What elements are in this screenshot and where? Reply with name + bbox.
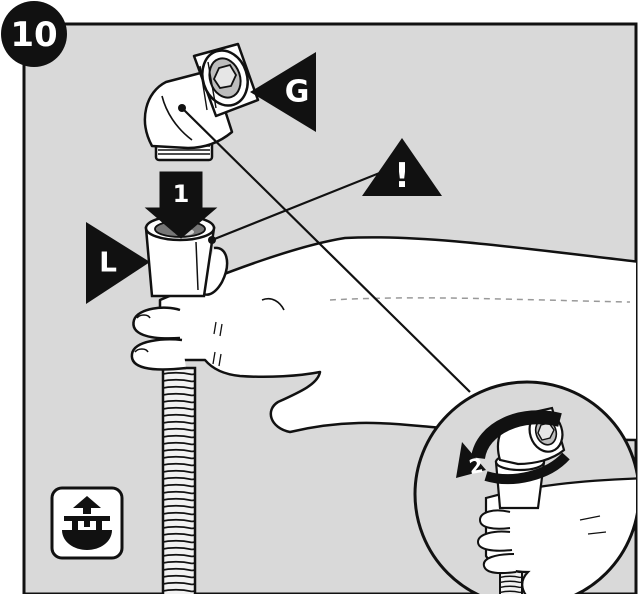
leader-lines bbox=[178, 104, 471, 393]
detail-inset: 2 bbox=[413, 380, 636, 594]
warning-triangle-icon: ! bbox=[362, 138, 442, 196]
part-l-label: L bbox=[99, 246, 117, 279]
action-2-label: 2 bbox=[467, 453, 485, 479]
callout-l: L bbox=[86, 222, 150, 304]
warning-label: ! bbox=[394, 156, 410, 196]
callout-g: G bbox=[250, 52, 316, 132]
elbow-fitting-g bbox=[143, 42, 260, 162]
step-number: 10 bbox=[10, 15, 57, 55]
symmetric-mount-icon bbox=[62, 496, 112, 550]
arrow-action-1: 1 bbox=[144, 171, 218, 239]
step-number-badge: 10 bbox=[1, 1, 67, 67]
braided-hose bbox=[161, 366, 197, 594]
part-g-label: G bbox=[285, 75, 310, 110]
mount-badge bbox=[50, 486, 124, 560]
action-1-label: 1 bbox=[173, 180, 190, 208]
